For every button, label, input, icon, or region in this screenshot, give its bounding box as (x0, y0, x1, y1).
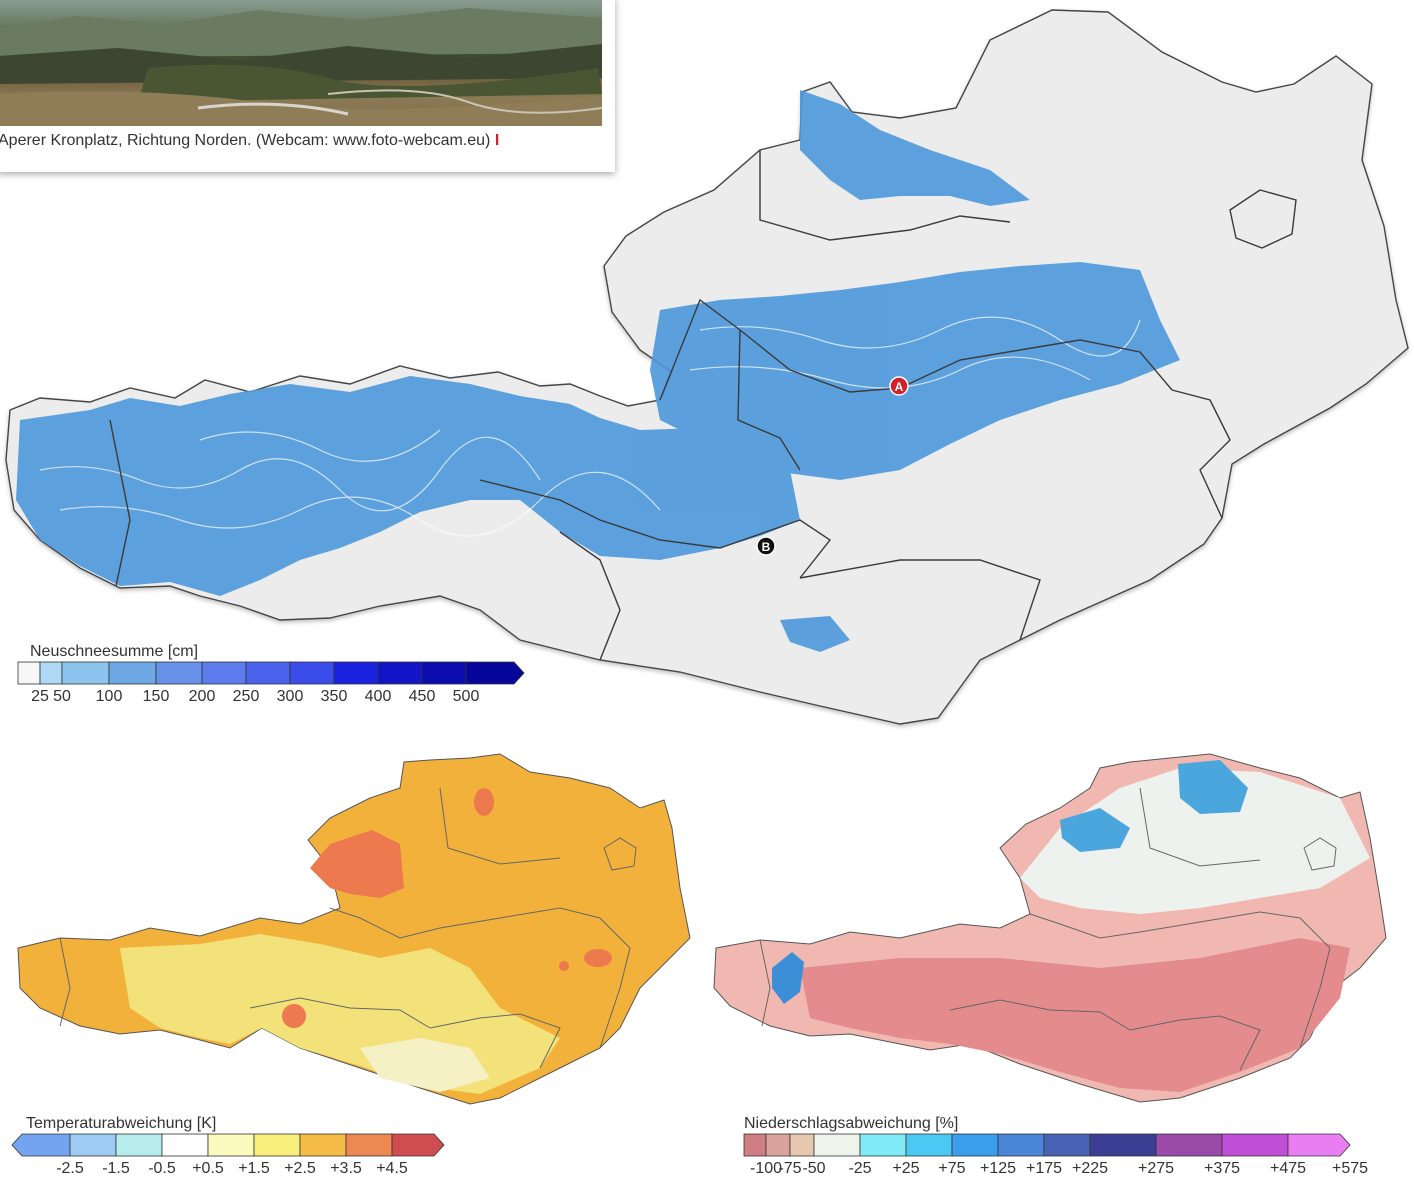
snow_legend-swatch-4 (155, 661, 203, 685)
precip_legend-tick-label-11: +475 (1270, 1160, 1306, 1177)
precip_legend-swatch-12 (1287, 1133, 1351, 1157)
snow_legend-swatch-11 (465, 661, 525, 685)
precip_legend-swatch-8 (1043, 1133, 1091, 1157)
precip_legend-tick-label-2: -50 (802, 1160, 825, 1177)
snow_legend-swatch-0 (17, 661, 41, 685)
temp_legend-tick-label-6: +3.5 (330, 1160, 362, 1177)
temp_legend-tick-label-3: +0.5 (192, 1160, 224, 1177)
photo-landscape (0, 8, 603, 126)
temperature-map (17, 753, 691, 1105)
temp-legend: -2.5 -1.5 -0.5 +0.5 +1.5 +2.5 +3.5 +4.5 (11, 1133, 445, 1177)
precip_legend-swatch-2 (789, 1133, 815, 1157)
snow_legend-tick-label-2: 100 (96, 688, 123, 705)
temp_legend-tick-label-5: +2.5 (284, 1160, 316, 1177)
temperature-pale-zone (360, 1038, 490, 1092)
temp_legend-swatch-1 (69, 1133, 117, 1157)
temp_legend-swatch-2 (115, 1133, 163, 1157)
temp_legend-swatch-6 (299, 1133, 347, 1157)
marker-b: B (756, 536, 776, 556)
photo-caption-text: Aperer Kronplatz, Richtung Norden. (Webc… (0, 132, 491, 149)
temp_legend-swatch-4 (207, 1133, 255, 1157)
snow_legend-swatch-2 (61, 661, 110, 685)
snow_legend-swatch-1 (39, 661, 63, 685)
snow-map: A B (5, 9, 1409, 725)
snow_legend-tick-label-6: 300 (277, 688, 304, 705)
precipitation-wet-zone-west (772, 952, 804, 1004)
temp_legend-swatch-8 (391, 1133, 445, 1157)
precip_legend-swatch-7 (997, 1133, 1045, 1157)
snow_legend-tick-label-0: 25 (31, 688, 49, 705)
precipitation-state-borders (759, 787, 1337, 1071)
precip_legend-tick-label-0: -100 (750, 1160, 782, 1177)
temp_legend-tick-label-2: -0.5 (148, 1160, 176, 1177)
precip_legend-tick-label-4: +25 (892, 1160, 919, 1177)
precip_legend-swatch-5 (905, 1133, 953, 1157)
precip_legend-tick-label-8: +225 (1072, 1160, 1108, 1177)
precipitation-dry-zone (800, 938, 1350, 1092)
temperature-warm-spots (282, 788, 612, 1028)
snow_legend-tick-label-3: 150 (143, 688, 170, 705)
precip_legend-tick-label-1: -75 (778, 1160, 801, 1177)
caption-marker: I (494, 132, 500, 149)
temp-legend-title: Temperaturabweichung [K] (26, 1115, 217, 1132)
precip_legend-tick-label-3: -25 (848, 1160, 871, 1177)
precipitation-wet-zone-north (1060, 808, 1130, 852)
snow-cover (16, 90, 1180, 652)
snow_legend-tick-label-9: 450 (409, 688, 436, 705)
snow_legend-tick-label-4: 200 (189, 688, 216, 705)
precip_legend-swatch-10 (1155, 1133, 1223, 1157)
marker-a: A (889, 376, 909, 396)
precip_legend-tick-label-10: +375 (1204, 1160, 1240, 1177)
precip_legend-swatch-4 (859, 1133, 907, 1157)
precip_legend-swatch-1 (765, 1133, 791, 1157)
snow_legend-swatch-6 (245, 661, 291, 685)
precipitation-neutral-zone (1020, 768, 1370, 914)
precip_legend-swatch-6 (951, 1133, 999, 1157)
temp_legend-tick-label-1: -1.5 (102, 1160, 130, 1177)
precip_legend-tick-label-12: +575 (1332, 1160, 1368, 1177)
precip_legend-tick-label-6: +125 (980, 1160, 1016, 1177)
precip_legend-swatch-0 (743, 1133, 767, 1157)
marker-b-label: B (762, 540, 771, 554)
temperature-state-borders (59, 787, 637, 1069)
snow_legend-swatch-5 (201, 661, 247, 685)
marker-a-label: A (895, 380, 904, 394)
temp_legend-swatch-7 (345, 1133, 393, 1157)
precip_legend-swatch-11 (1221, 1133, 1289, 1157)
snow_legend-tick-label-8: 400 (365, 688, 392, 705)
temp_legend-tick-label-7: +4.5 (376, 1160, 408, 1177)
snow_legend-swatch-8 (333, 661, 379, 685)
photo-caption: Aperer Kronplatz, Richtung Norden. (Webc… (0, 132, 499, 150)
precip_legend-tick-label-5: +75 (938, 1160, 965, 1177)
temperature-warm-zone (310, 830, 404, 898)
temp_legend-swatch-3 (161, 1133, 209, 1157)
snow_legend-tick-label-7: 350 (321, 688, 348, 705)
snow_legend-swatch-7 (289, 661, 335, 685)
snow_legend-tick-label-10: 500 (453, 688, 480, 705)
precip_legend-tick-label-7: +175 (1026, 1160, 1062, 1177)
state-borders (109, 150, 1297, 661)
webcam-photo (0, 0, 603, 126)
precip_legend-tick-label-9: +275 (1138, 1160, 1174, 1177)
snow_legend-tick-label-5: 250 (233, 688, 260, 705)
precipitation-wet-zone-northeast (1178, 760, 1248, 814)
snow_legend-swatch-10 (421, 661, 467, 685)
precip_legend-swatch-9 (1089, 1133, 1157, 1157)
temp_legend-tick-label-4: +1.5 (238, 1160, 270, 1177)
snow_legend-swatch-9 (377, 661, 423, 685)
webcam-photo-card: Aperer Kronplatz, Richtung Norden. (Webc… (0, 0, 615, 172)
precip_legend-swatch-3 (813, 1133, 861, 1157)
snow_legend-swatch-3 (108, 661, 157, 685)
precipitation-map (713, 753, 1387, 1103)
temp_legend-swatch-5 (253, 1133, 301, 1157)
temp_legend-tick-label-0: -2.5 (56, 1160, 84, 1177)
precip-legend: -100-75-50 -25 +25 +75 +125 +175 +225 +275 +375 +… (743, 1133, 1368, 1177)
temp_legend-swatch-0 (11, 1133, 71, 1157)
snow-legend-title: Neuschneesumme [cm] (30, 643, 199, 660)
precip-legend-title: Niederschlagsabweichung [%] (744, 1115, 959, 1132)
snow_legend-tick-label-1: 50 (53, 688, 71, 705)
